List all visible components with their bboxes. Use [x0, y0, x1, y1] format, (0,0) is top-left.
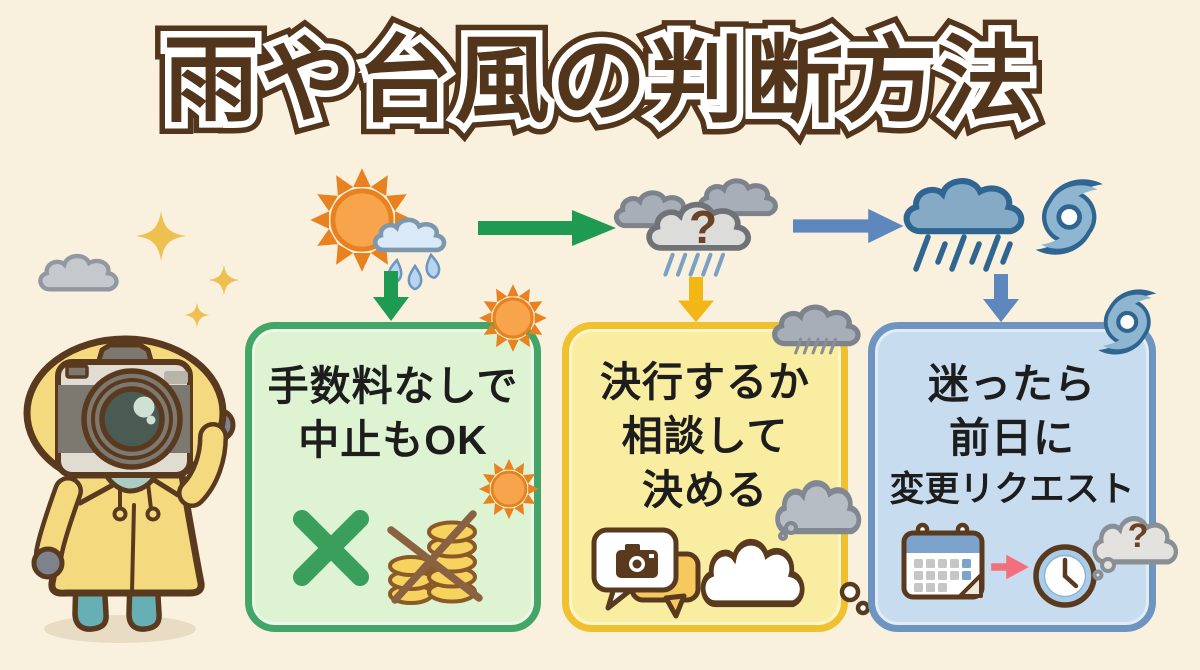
page-title-outline-white: 雨や台風の判断方法	[157, 22, 1041, 141]
flow-arrow-down-blue	[983, 274, 1019, 323]
camera-chat-bubble-icon	[591, 527, 701, 619]
clock-icon	[1033, 544, 1097, 608]
typhoon-icon	[1036, 179, 1103, 254]
flow-arrow-right-blue	[793, 208, 904, 244]
box-text-line: 前日に	[949, 415, 1075, 461]
question-mark: ?	[1128, 517, 1149, 555]
box-no-fee-cancel-text: 手数料なしで 中止もOK	[252, 359, 534, 467]
gray-thought-cloud-icon	[775, 466, 860, 541]
sparkle-star-icon	[208, 264, 240, 296]
rain-slashes	[665, 255, 723, 275]
box-text-line: 中止もOK	[298, 417, 488, 463]
crossed-out-coins-icon	[387, 510, 483, 605]
box-text-line: 決行するか	[600, 359, 810, 405]
rain-cloud-icon	[770, 292, 865, 355]
character-shadow	[44, 615, 196, 643]
camera-glyph	[616, 544, 658, 578]
box-text-line: 迷ったら	[928, 361, 1096, 407]
page-title-text: 雨や台風の判断方法	[163, 28, 1037, 134]
calendar-icon	[901, 522, 985, 600]
box-text-line: 手数料なしで	[267, 363, 519, 409]
page-title-outline-outer: 雨や台風の判断方法	[151, 16, 1046, 146]
camera	[55, 342, 193, 478]
box-consult-decide-text: 決行するか 相談して 決める	[569, 355, 841, 517]
left-mitten	[31, 546, 65, 580]
question-thought-icon: ?	[1090, 503, 1178, 581]
rain-and-typhoon-icon	[900, 165, 1115, 272]
sparkle-star-icon	[136, 211, 186, 261]
box-request-change-text: 迷ったら 前日に 変更リクエスト	[875, 357, 1149, 515]
photographer-character	[23, 335, 236, 643]
flow-arrow-down-green	[373, 271, 409, 321]
drawstring-end	[112, 506, 128, 522]
hood-opening	[101, 472, 161, 494]
sun-icon	[477, 282, 549, 354]
page-title: 雨や台風の判断方法 雨や台風の判断方法 雨や台風の判断方法	[0, 16, 1200, 165]
flow-arrow-right-green	[478, 210, 616, 246]
page-fold	[958, 573, 983, 598]
pink-arrow-icon	[991, 554, 1029, 580]
thought-bubble-icon	[700, 528, 871, 616]
gray-cloud-icon	[38, 244, 118, 299]
flow-arrow-down-yellow	[678, 277, 714, 323]
drawstring-end	[145, 506, 161, 522]
question-mark: ?	[689, 201, 717, 253]
calendar-grid	[914, 559, 971, 592]
box-text-line: 変更リクエスト	[889, 470, 1135, 509]
cross-mark-icon	[293, 510, 369, 586]
typhoon-icon	[1090, 284, 1166, 360]
heavy-rain-slashes	[913, 234, 1013, 272]
box-text-line: 決める	[642, 467, 768, 513]
cloudy-question-icon: ?	[608, 165, 793, 285]
cross-over-coins	[387, 510, 483, 604]
sun-icon	[477, 457, 541, 521]
left-arm	[31, 476, 83, 580]
box-text-line: 相談して	[621, 413, 789, 459]
right-arm	[177, 422, 228, 508]
sparkle-star-icon	[184, 302, 210, 328]
